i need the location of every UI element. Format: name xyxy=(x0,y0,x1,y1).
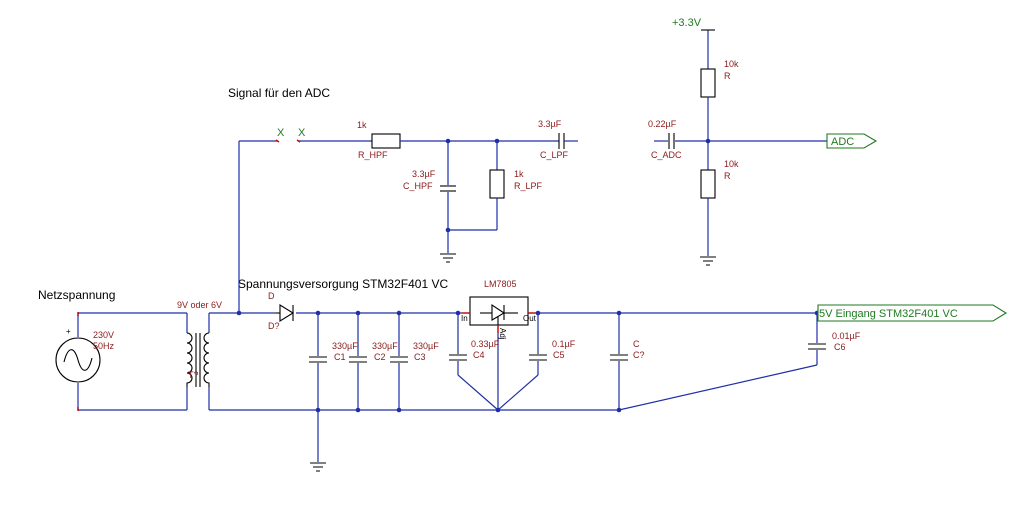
r-bias-bottom xyxy=(700,169,716,199)
adc-port-label: ADC xyxy=(831,136,854,148)
r-hpf-ref-label: R_HPF xyxy=(358,150,388,160)
c1-ref-label: C1 xyxy=(334,352,346,362)
adc-output-port: ADC xyxy=(826,133,878,149)
c3-value-label: 330µF xyxy=(413,341,439,351)
c-lpf-ref-label: C_LPF xyxy=(540,150,569,160)
mains-plus-label: + xyxy=(66,327,71,336)
mains-title: Netzspannung xyxy=(38,288,115,302)
c-adc-ref-label: C_ADC xyxy=(651,150,682,160)
adc-bias-network: +3.3V 10k R 0.22µF C_ADC 10k R xyxy=(648,17,827,266)
capacitor-c3: 330µF C3 xyxy=(390,313,439,410)
rectifier-diode: D D? xyxy=(268,291,295,331)
c-adc-value-label: 0.22µF xyxy=(648,119,677,129)
ground-symbol-main xyxy=(310,462,326,472)
adc-signal-title: Signal für den ADC xyxy=(228,86,330,100)
r-hpf-value-label: 1k xyxy=(357,120,367,130)
voltage-regulator: LM7805 In Out Adj xyxy=(461,279,537,410)
ground-rail xyxy=(209,364,818,462)
supply-3v3-label: +3.3V xyxy=(672,17,702,29)
capacitor-c5: 0.1µF C5 xyxy=(497,313,576,411)
capacitor-c2: 330µF C2 xyxy=(349,313,398,410)
diode-ref-label: D? xyxy=(268,321,280,331)
c6-ref-label: C6 xyxy=(834,342,846,352)
r-lpf-ref-label: R_LPF xyxy=(514,181,543,191)
c4-value-label: 0.33µF xyxy=(471,339,500,349)
c-unnamed-ref-label: C? xyxy=(633,350,645,360)
r-lpf-value-label: 1k xyxy=(514,169,524,179)
r-bias-top xyxy=(700,68,716,98)
capacitor-c1: 330µF C1 xyxy=(309,313,358,410)
regulator-adj-label: Adj xyxy=(498,328,507,340)
c5-value-label: 0.1µF xyxy=(552,339,576,349)
r-lpf-resistor xyxy=(489,169,505,199)
c4-ref-label: C4 xyxy=(473,350,485,360)
c-hpf-value-label: 3.3µF xyxy=(412,169,436,179)
five-volt-output-port: 5V Eingang STM32F401 VC xyxy=(817,304,1008,322)
capacitor-c6: 0.01µF C6 xyxy=(808,313,861,365)
probe-b-label: X xyxy=(298,127,306,139)
transformer-value-label: 9V oder 6V xyxy=(177,300,222,310)
r-bottom-value-label: 10k xyxy=(724,159,739,169)
c1-value-label: 330µF xyxy=(332,341,358,351)
r-hpf-resistor xyxy=(371,133,401,149)
adc-filter: X X 1k R_HPF 3.3µF C_HPF 1k R_LPF xyxy=(238,119,578,313)
capacitor-c4: 0.33µF C4 xyxy=(449,313,500,411)
c2-value-label: 330µF xyxy=(372,341,398,351)
r-bottom-ref-label: R xyxy=(724,171,731,181)
transformer-ref-label: T? xyxy=(188,370,199,380)
regulator-out-label: Out xyxy=(523,314,537,323)
c-unnamed-value-label: C xyxy=(633,339,640,349)
five-volt-port-label: 5V Eingang STM32F401 VC xyxy=(819,308,958,320)
r-top-ref-label: R xyxy=(724,71,731,81)
mains-source: + 230V 50Hz xyxy=(55,312,187,411)
transformer: 9V oder 6V T? xyxy=(177,300,222,410)
regulator-in-label: In xyxy=(461,314,468,323)
mains-voltage-label: 230V xyxy=(93,330,114,340)
c5-ref-label: C5 xyxy=(553,350,565,360)
c6-value-label: 0.01µF xyxy=(832,331,861,341)
probe-a-label: X xyxy=(277,127,285,139)
r-top-value-label: 10k xyxy=(724,59,739,69)
c2-ref-label: C2 xyxy=(374,352,386,362)
c3-ref-label: C3 xyxy=(414,352,426,362)
power-supply-title: Spannungsversorgung STM32F401 VC xyxy=(238,277,448,291)
mains-frequency-label: 50Hz xyxy=(93,341,115,351)
diode-value-label: D xyxy=(268,291,275,301)
regulator-name-label: LM7805 xyxy=(484,279,517,289)
c-hpf-ref-label: C_HPF xyxy=(403,181,433,191)
capacitor-c-unnamed: C C? xyxy=(610,313,645,410)
c-lpf-value-label: 3.3µF xyxy=(538,119,562,129)
